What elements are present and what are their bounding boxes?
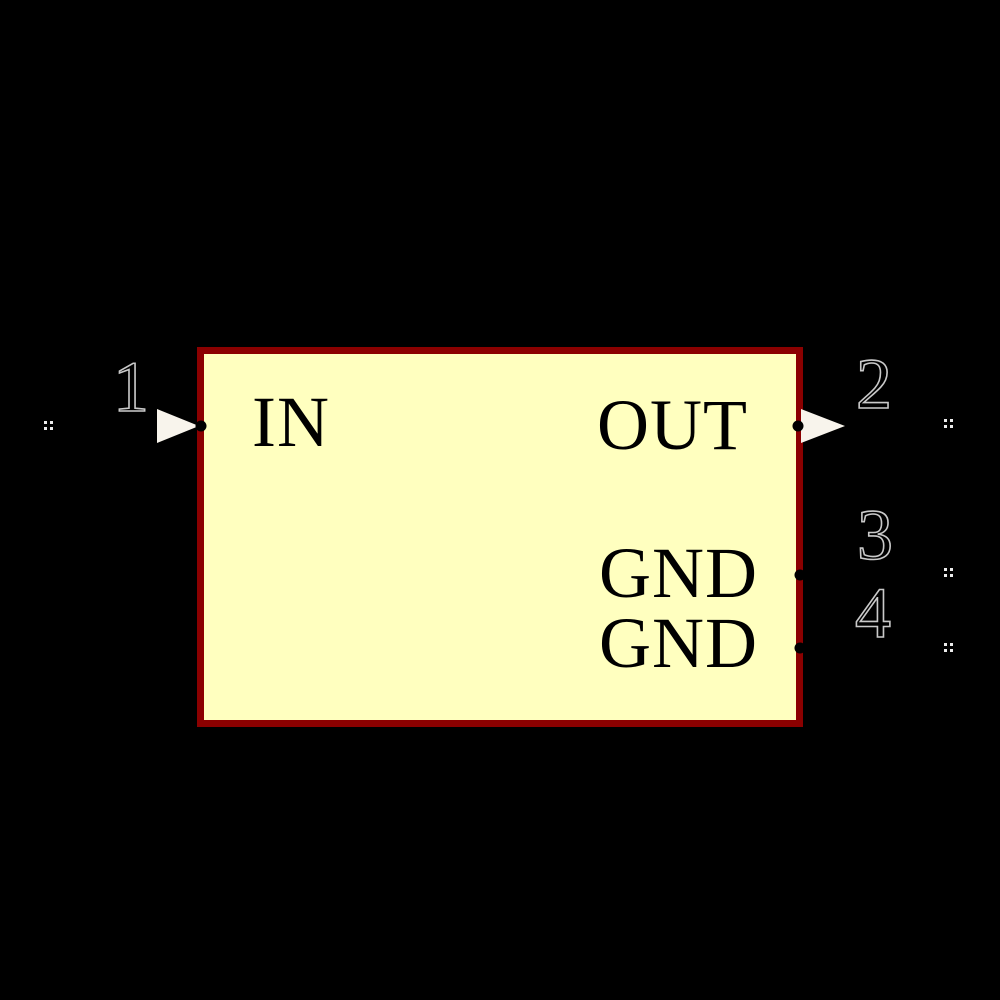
pin-1-number: 1 xyxy=(112,347,150,427)
marker-dot xyxy=(50,421,53,424)
pin-3-junction-dot-icon[interactable] xyxy=(794,569,806,581)
pin-2-attribute-marker-icon xyxy=(944,419,953,428)
marker-dot xyxy=(944,643,947,646)
pin-2-output-arrow-icon[interactable] xyxy=(801,409,845,443)
marker-dot xyxy=(950,643,953,646)
marker-dot xyxy=(44,427,47,430)
pin-1-attribute-marker-icon xyxy=(44,421,53,430)
pin-4-attribute-marker-icon xyxy=(944,643,953,652)
pin-2-number: 2 xyxy=(855,344,893,424)
pin-1-input-arrow-icon[interactable] xyxy=(157,409,199,443)
marker-dot xyxy=(944,568,947,571)
pin-1-label: IN xyxy=(252,382,330,462)
pin-1-junction-dot-icon xyxy=(195,420,207,432)
pin-4-label: GND xyxy=(599,603,758,683)
pin-3-label: GND xyxy=(599,533,758,613)
marker-dot xyxy=(950,425,953,428)
pin-4-junction-dot-icon[interactable] xyxy=(794,642,806,654)
marker-dot xyxy=(950,568,953,571)
marker-dot xyxy=(944,419,947,422)
pin-3-number: 3 xyxy=(856,495,894,575)
marker-dot xyxy=(950,574,953,577)
marker-dot xyxy=(944,649,947,652)
marker-dot xyxy=(950,649,953,652)
pin-3-attribute-marker-icon xyxy=(944,568,953,577)
marker-dot xyxy=(50,427,53,430)
marker-dot xyxy=(44,421,47,424)
pin-4-number: 4 xyxy=(854,573,892,653)
component-body[interactable] xyxy=(197,347,803,727)
marker-dot xyxy=(950,419,953,422)
marker-dot xyxy=(944,425,947,428)
marker-dot xyxy=(944,574,947,577)
pin-2-junction-dot-icon xyxy=(792,420,804,432)
pin-2-label: OUT xyxy=(597,385,748,465)
